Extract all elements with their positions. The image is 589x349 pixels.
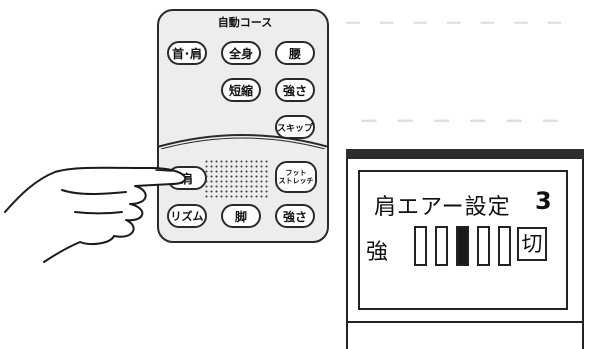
- panel-top-bar: [346, 149, 584, 159]
- leg-button[interactable]: 脚: [221, 204, 261, 228]
- setting-title: 肩エアー設定: [374, 195, 511, 220]
- level-segment: [414, 226, 427, 266]
- pointing-hand-icon: [4, 166, 187, 263]
- waist-button[interactable]: 腰: [275, 41, 315, 65]
- foot-stretch-label-line1: フット: [285, 169, 307, 177]
- foot-stretch-button[interactable]: フット ストレッチ: [275, 161, 317, 193]
- rhythm-button[interactable]: リズム: [167, 204, 207, 228]
- foot-stretch-label-line2: ストレッチ: [278, 177, 314, 185]
- full-body-button[interactable]: 全身: [221, 41, 261, 65]
- speaker-grille: [204, 159, 270, 199]
- panel-divider: [346, 321, 584, 323]
- strength-button[interactable]: 強さ: [275, 78, 315, 102]
- level-segment: [456, 226, 469, 266]
- setting-value: 3: [535, 187, 552, 215]
- shorten-button[interactable]: 短縮: [221, 78, 261, 102]
- section-divider: [157, 134, 329, 149]
- neck-shoulder-button[interactable]: 首･肩: [167, 41, 207, 65]
- level-segment: [435, 226, 448, 266]
- strength-bottom-button[interactable]: 強さ: [275, 204, 315, 228]
- level-segment: [498, 226, 511, 266]
- remote-control: 自動コース 首･肩 全身 腰 短縮 強さ スキップ 肩 フット ストレッチ リズ…: [157, 9, 329, 243]
- strong-label: 強: [366, 240, 389, 265]
- auto-course-label: 自動コース: [217, 16, 273, 29]
- off-label: 切: [517, 227, 547, 261]
- level-segment: [477, 226, 490, 266]
- skip-button[interactable]: スキップ: [275, 115, 315, 139]
